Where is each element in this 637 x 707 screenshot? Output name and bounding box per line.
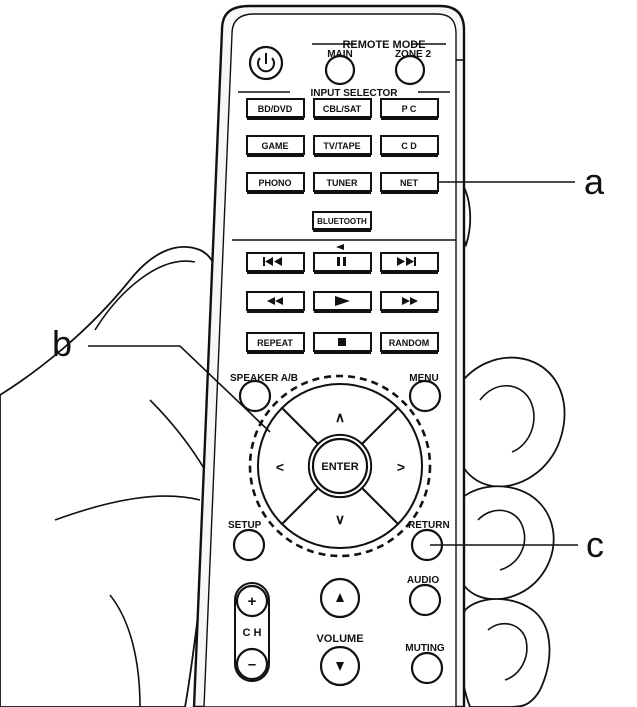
right-hand-illustration <box>451 178 566 707</box>
power-button[interactable] <box>248 45 284 81</box>
svg-text:GAME: GAME <box>262 141 289 151</box>
svg-text:PHONO: PHONO <box>258 178 291 188</box>
ch-rocker: + – C H <box>234 582 270 682</box>
zone2-label: ZONE 2 <box>395 49 432 60</box>
dpad-left-arrow: < <box>276 459 284 475</box>
svg-text:NET: NET <box>400 178 419 188</box>
callout-a: a <box>584 161 605 202</box>
svg-text:REPEAT: REPEAT <box>257 338 293 348</box>
input-button-phono[interactable]: PHONO <box>246 172 305 194</box>
speaker-label: SPEAKER A/B <box>230 373 298 384</box>
ch-minus-label: – <box>248 656 256 673</box>
svg-text:TV/TAPE: TV/TAPE <box>323 141 360 151</box>
ch-plus-label: + <box>248 593 257 610</box>
volume-up-icon <box>336 593 344 602</box>
skip-forward-icon <box>397 257 416 266</box>
dpad-down-arrow: ∨ <box>335 511 345 527</box>
dpad-down-button[interactable] <box>280 486 400 550</box>
muting-button[interactable] <box>410 651 444 685</box>
audio-label: AUDIO <box>407 575 439 586</box>
dpad-up-button[interactable] <box>280 382 400 446</box>
return-label: RETURN <box>408 520 450 531</box>
main-label: MAIN <box>327 49 353 60</box>
input-button-bd-dvd[interactable]: BD/DVD <box>246 98 305 120</box>
input-button-cbl-sat[interactable]: CBL/SAT <box>313 98 372 120</box>
input-selector-label: INPUT SELECTOR <box>310 88 398 99</box>
power-icon <box>257 53 275 73</box>
setup-label: SETUP <box>228 520 262 531</box>
play-button[interactable] <box>313 291 372 313</box>
enter-button[interactable] <box>311 437 369 495</box>
callout-line-b <box>88 345 271 433</box>
play-icon <box>335 296 350 306</box>
main-button[interactable] <box>324 54 356 86</box>
dpad-highlight-ring <box>248 374 432 558</box>
stop-icon <box>338 338 346 346</box>
audio-button[interactable] <box>408 583 442 617</box>
speaker-button[interactable] <box>238 379 272 413</box>
dpad-up-arrow: ∧ <box>335 409 345 425</box>
dpad: ∧ ∨ < > ENTER <box>248 374 432 558</box>
svg-text:BD/DVD: BD/DVD <box>258 104 293 114</box>
input-button-game[interactable]: GAME <box>246 135 305 157</box>
play-pause-icon <box>336 244 346 266</box>
input-button-pc[interactable]: P C <box>380 98 439 120</box>
dpad-right-button[interactable] <box>360 406 424 526</box>
volume-down-icon <box>336 662 344 671</box>
dpad-right-arrow: > <box>397 459 405 475</box>
rewind-icon <box>267 297 283 305</box>
input-button-cd[interactable]: C D <box>380 135 439 157</box>
skip-back-icon <box>263 257 282 266</box>
zone2-button[interactable] <box>394 54 426 86</box>
input-button-tv-tape[interactable]: TV/TAPE <box>313 135 372 157</box>
skip-back-button[interactable] <box>246 252 305 274</box>
ch-up-button[interactable] <box>235 584 269 618</box>
svg-text:BLUETOOTH: BLUETOOTH <box>317 217 367 226</box>
callout-b: b <box>52 323 72 364</box>
setup-button[interactable] <box>232 528 266 562</box>
repeat-button[interactable]: REPEAT <box>246 332 305 354</box>
ch-down-button[interactable] <box>235 647 269 681</box>
muting-label: MUTING <box>405 643 445 654</box>
callout-c: c <box>586 524 604 565</box>
remote-mode-label: REMOTE MODE <box>342 39 425 51</box>
input-button-bluetooth[interactable]: BLUETOOTH <box>312 211 372 232</box>
svg-text:C D: C D <box>401 141 417 151</box>
svg-text:RANDOM: RANDOM <box>389 338 430 348</box>
rewind-button[interactable] <box>246 291 305 313</box>
menu-label: MENU <box>409 373 438 384</box>
svg-text:CBL/SAT: CBL/SAT <box>323 104 362 114</box>
svg-text:TUNER: TUNER <box>327 178 358 188</box>
fast-forward-icon <box>402 297 418 305</box>
skip-forward-button[interactable] <box>380 252 439 274</box>
fast-forward-button[interactable] <box>380 291 439 313</box>
play-pause-button[interactable] <box>313 244 372 274</box>
volume-label: VOLUME <box>316 633 363 645</box>
menu-button[interactable] <box>408 379 442 413</box>
enter-label: ENTER <box>321 461 358 473</box>
input-button-net[interactable]: NET <box>380 172 439 194</box>
dpad-left-button[interactable] <box>256 406 320 526</box>
stop-button[interactable] <box>313 332 372 354</box>
svg-text:P C: P C <box>402 104 417 114</box>
ch-label: C H <box>243 627 262 639</box>
input-button-tuner[interactable]: TUNER <box>313 172 372 194</box>
random-button[interactable]: RANDOM <box>380 332 439 354</box>
